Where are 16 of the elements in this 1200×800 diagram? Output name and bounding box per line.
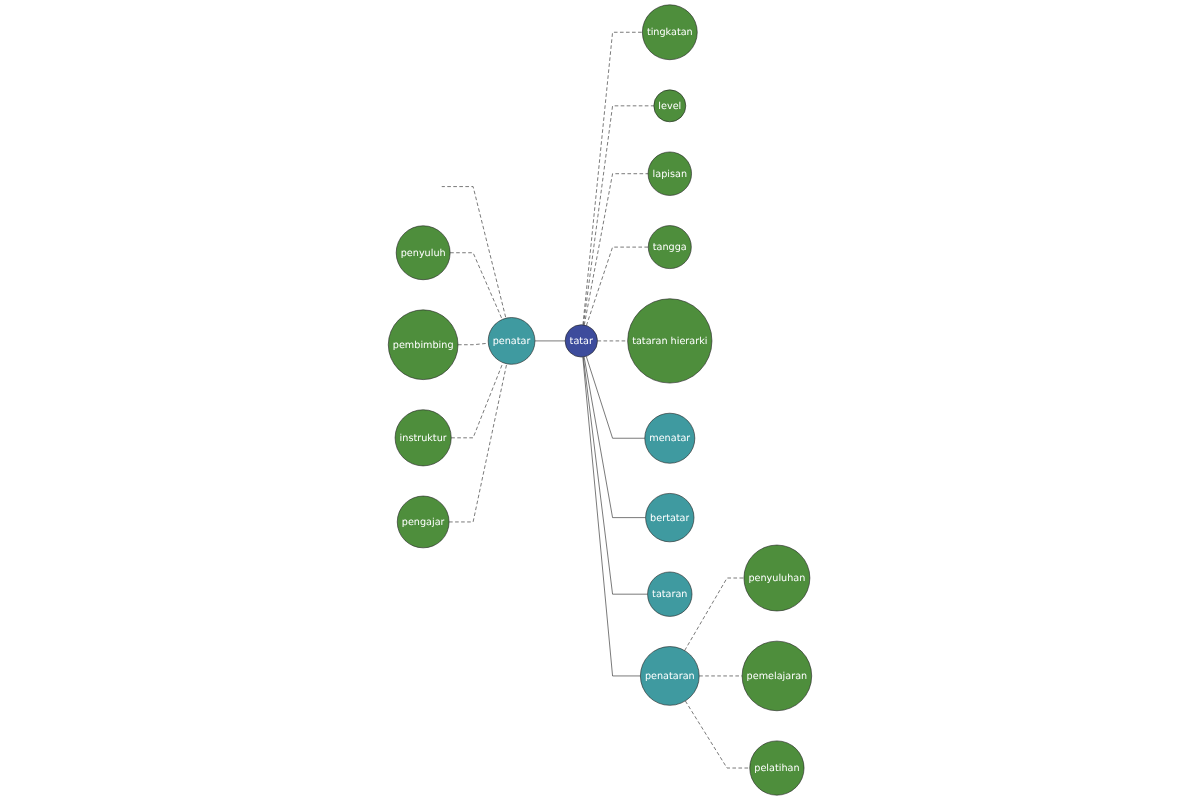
connector [583, 356, 648, 595]
connector [583, 105, 655, 326]
connector [582, 31, 643, 326]
connector [449, 252, 503, 320]
connector [585, 356, 646, 439]
connector [583, 173, 649, 326]
connector [450, 362, 504, 439]
connector [597, 340, 628, 342]
connector [457, 342, 489, 346]
connector [534, 340, 566, 342]
connector [685, 700, 751, 769]
connector [582, 356, 641, 677]
connector [698, 675, 743, 677]
connector [440, 186, 507, 319]
connector [448, 363, 507, 523]
connector [583, 356, 646, 518]
